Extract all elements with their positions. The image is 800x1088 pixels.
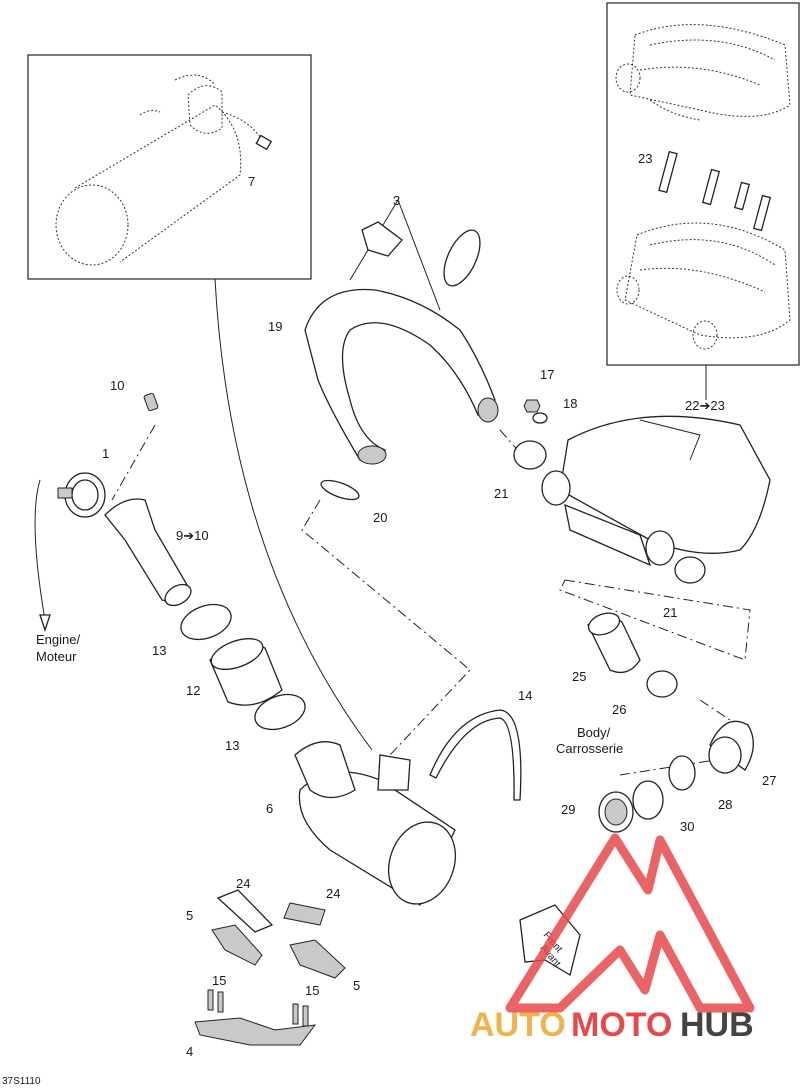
screws-15 bbox=[207, 989, 309, 1027]
callout-9: 9➔10 bbox=[176, 528, 209, 543]
callout-27: 27 bbox=[762, 773, 776, 788]
callout-20: 20 bbox=[373, 510, 387, 525]
callout-29: 29 bbox=[561, 802, 575, 817]
automotohub-logo bbox=[505, 833, 755, 1013]
watermark-auto: AUTO bbox=[470, 1006, 566, 1044]
inset-resonator-top bbox=[615, 24, 791, 121]
strap-14 bbox=[429, 709, 522, 801]
muffler-6 bbox=[294, 741, 456, 906]
gasket-3-oval bbox=[443, 229, 481, 287]
pipe-19-outlet bbox=[477, 397, 499, 423]
engine-arrow bbox=[39, 614, 51, 633]
callout-5-left: 5 bbox=[186, 908, 193, 923]
resonator-22 bbox=[541, 415, 771, 567]
callout-5-right: 5 bbox=[353, 978, 360, 993]
clamp-13-lower bbox=[254, 693, 306, 731]
watermark-hub: HUB bbox=[680, 1006, 754, 1044]
pad-24-left bbox=[216, 889, 274, 933]
callout-3: 3 bbox=[393, 193, 400, 208]
washer-18 bbox=[532, 412, 548, 424]
callout-7: 7 bbox=[248, 174, 255, 189]
callout-24-right: 24 bbox=[326, 886, 340, 901]
plate-4 bbox=[194, 1017, 317, 1046]
callout-13-upper: 13 bbox=[152, 643, 166, 658]
callout-19: 19 bbox=[268, 319, 282, 334]
callout-4: 4 bbox=[186, 1044, 193, 1059]
leader-lines bbox=[34, 199, 751, 776]
callout-25: 25 bbox=[572, 669, 586, 684]
callout-28: 28 bbox=[718, 797, 732, 812]
callout-14: 14 bbox=[518, 688, 532, 703]
clamp-1 bbox=[57, 472, 106, 518]
pipe-9-end bbox=[164, 583, 192, 607]
ring-30 bbox=[632, 780, 664, 820]
body-label-line1: Body/ bbox=[577, 725, 611, 740]
callout-24-left: 24 bbox=[236, 876, 250, 891]
clamp-21-lower bbox=[674, 556, 706, 584]
screw-10 bbox=[143, 392, 159, 412]
inset-box-resonator-variants bbox=[606, 2, 800, 366]
figure-code: 37S1110 bbox=[2, 1076, 41, 1087]
engine-label-line2: Moteur bbox=[36, 649, 77, 664]
pipe-19-inlet bbox=[357, 445, 387, 465]
callout-10: 10 bbox=[110, 378, 124, 393]
callout-1: 1 bbox=[102, 446, 109, 461]
callout-21-lower: 21 bbox=[663, 605, 677, 620]
pipe-19 bbox=[304, 288, 496, 461]
callout-17: 17 bbox=[540, 367, 554, 382]
watermark-text: AUTO MOTO HUB bbox=[470, 1006, 754, 1044]
engine-label-line1: Engine/ bbox=[36, 632, 80, 647]
callout-15-right: 15 bbox=[305, 983, 319, 998]
inset-box-muffler-sensor bbox=[27, 54, 312, 280]
pad-24-right bbox=[283, 902, 326, 926]
callout-21-upper: 21 bbox=[494, 486, 508, 501]
callout-15-left: 15 bbox=[212, 973, 226, 988]
nut-17 bbox=[523, 399, 541, 413]
gasket-3-small bbox=[361, 221, 403, 257]
inset-resonator-bottom bbox=[616, 222, 791, 350]
watermark-moto: MOTO bbox=[571, 1006, 672, 1044]
body-label-line2: Carrosserie bbox=[556, 741, 623, 756]
callout-22: 22➔23 bbox=[685, 398, 725, 413]
ring-28 bbox=[668, 755, 696, 791]
bracket-5-right bbox=[289, 939, 346, 979]
callout-18: 18 bbox=[563, 396, 577, 411]
clamp-21-upper bbox=[513, 440, 547, 470]
callout-12: 12 bbox=[186, 683, 200, 698]
callout-30: 30 bbox=[680, 819, 694, 834]
inset-muffler-drawing bbox=[55, 74, 273, 266]
inset-tubes-23 bbox=[658, 150, 772, 232]
callout-labels: 1 3 4 5 5 6 7 9➔10 10 12 13 13 14 15 15 … bbox=[102, 151, 776, 1059]
nozzle-29 bbox=[598, 791, 634, 833]
gasket-20 bbox=[320, 479, 360, 501]
callout-23: 23 bbox=[638, 151, 652, 166]
callout-6: 6 bbox=[266, 801, 273, 816]
clamp-26 bbox=[646, 670, 678, 698]
clamp-13-upper bbox=[180, 603, 232, 641]
callout-13-lower: 13 bbox=[225, 738, 239, 753]
callout-26: 26 bbox=[612, 702, 626, 717]
bracket-5-left bbox=[211, 924, 263, 966]
outlet-27 bbox=[708, 720, 754, 774]
